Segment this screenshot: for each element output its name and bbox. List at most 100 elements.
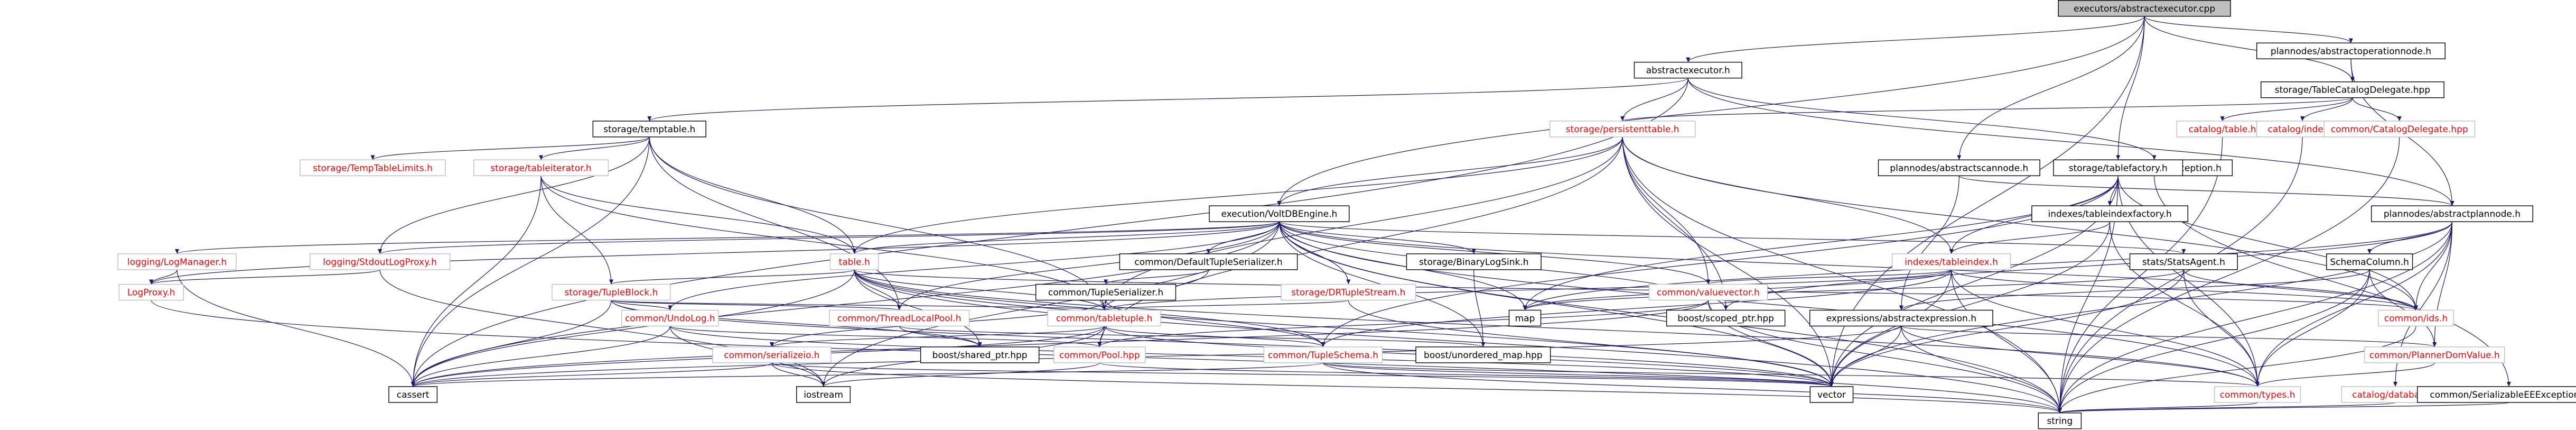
edge-iti_h-to-ctt_h — [1102, 269, 1952, 310]
node-box — [310, 253, 451, 270]
node-box — [1119, 253, 1298, 270]
node-ccd-h[interactable]: common/CatalogDelegate.hpp — [2323, 121, 2476, 138]
node-label: storage/persistenttable.h — [1566, 124, 1679, 135]
node-label: abstractexecutor.h — [1646, 66, 1730, 76]
edge-sc_h-to-ctypes_h — [2255, 269, 2370, 387]
node-box — [300, 159, 446, 177]
node-cids-h[interactable]: common/ids.h — [2378, 309, 2454, 327]
node-label: catalog/database.h — [2352, 390, 2438, 400]
node-box — [1508, 309, 1542, 327]
edge-ctsch_h-to-string_h — [1322, 362, 2062, 413]
node-cseex-h: common/SerializableEEException.h — [2417, 386, 2576, 403]
node-label: storage/temptable.h — [603, 124, 695, 135]
edge-vee_h-to-cassert_h — [410, 222, 1280, 387]
node-box — [592, 121, 706, 138]
edge-root-to-asn_h — [1957, 16, 2145, 160]
edge-stcd_h-to-ct_h — [2220, 97, 2353, 122]
node-stcd-h: storage/TableCatalogDelegate.hpp — [2260, 81, 2444, 98]
edge-table_h-to-cids_h — [854, 269, 2418, 310]
edge-titer_h-to-table_h — [540, 176, 857, 254]
edge-table_h-to-stb_h — [609, 269, 855, 285]
node-ctt-h[interactable]: common/tabletuple.h — [1047, 309, 1161, 327]
node-cpool-h[interactable]: common/Pool.hpp — [1053, 346, 1146, 363]
node-vee-h: execution/VoltDBEngine.h — [1209, 205, 1350, 222]
node-label: common/ThreadLocalPool.h — [837, 313, 962, 324]
edge-titer_h-to-cassert_h — [410, 176, 542, 387]
edge-stb_h-to-cul_h — [611, 299, 673, 311]
edge-cser_h-to-iostream_h — [771, 362, 826, 387]
edge-stcd_h-to-ci_h — [2300, 97, 2353, 122]
node-label: common/DefaultTupleSerializer.h — [1134, 257, 1282, 268]
node-llm-h[interactable]: logging/LogManager.h — [117, 253, 237, 270]
node-label: catalog/index.h — [2268, 124, 2337, 135]
edge-ptt_h-to-table_h — [852, 136, 1623, 254]
node-box — [388, 386, 438, 403]
node-label: map — [1515, 313, 1535, 324]
node-sdts-h[interactable]: storage/DRTupleStream.h — [1281, 283, 1416, 301]
node-label: common/SerializableEEException.h — [2430, 390, 2576, 400]
edge-cser_h-to-cassert_h — [410, 362, 772, 387]
node-titer-h[interactable]: storage/tableiterator.h — [473, 159, 609, 177]
node-cser-h[interactable]: common/serializeio.h — [712, 346, 832, 363]
edge-iti_h-to-cvv_h — [1706, 269, 1952, 285]
node-table-h[interactable]: table.h — [829, 253, 879, 270]
edge-ae_h-to-cie_h — [1687, 78, 2157, 160]
edge-tmp_h-to-table_h — [649, 136, 857, 254]
node-cpcv-h[interactable]: common/PlannerDomValue.h — [2364, 346, 2505, 363]
edge-stb_h-to-ctt_h — [611, 299, 1106, 311]
node-box — [1406, 253, 1542, 270]
node-box — [2326, 253, 2413, 270]
node-box — [2370, 205, 2533, 222]
edge-cdb_h-to-string_h — [2058, 402, 2396, 414]
node-label: table.h — [839, 257, 870, 268]
edge-tmp_h-to-lsp_h — [378, 136, 650, 254]
edge-vee_h-to-iostream_h — [821, 222, 1280, 387]
node-stb-h[interactable]: storage/TupleBlock.h — [552, 283, 671, 301]
edge-ptt_h-to-cids_h — [1622, 136, 2418, 310]
node-cts-h: common/TupleSerializer.h — [1035, 283, 1177, 301]
node-ctlp-h[interactable]: common/ThreadLocalPool.h — [829, 309, 970, 327]
node-label: storage/TableCatalogDelegate.hpp — [2275, 85, 2430, 96]
node-box — [1415, 346, 1551, 363]
edge-cseex_h-to-string_h — [2058, 402, 2509, 414]
node-label: vector — [1817, 390, 1846, 400]
edge-vee_h-to-ssa_h — [1278, 221, 2186, 254]
node-box — [118, 283, 184, 301]
node-ctsch-h[interactable]: common/TupleSchema.h — [1263, 346, 1383, 363]
node-lp-h[interactable]: LogProxy.h — [118, 283, 184, 301]
node-label: cassert — [397, 390, 430, 400]
node-box — [2417, 386, 2576, 403]
node-bshp-h: boost/shared_ptr.hpp — [920, 346, 1040, 363]
node-ssa-h: stats/StatsAgent.h — [2129, 253, 2238, 270]
node-box — [2256, 42, 2446, 59]
edge-cul_h-to-cassert_h — [410, 326, 670, 387]
edge-cser_h-to-vector_h — [771, 362, 1834, 387]
node-label: logging/StdoutLogProxy.h — [323, 257, 437, 268]
edge-tmp_h-to-cassert_h — [410, 136, 650, 387]
edge-iti_h-to-vector_h — [1829, 269, 1952, 387]
node-lsp-h[interactable]: logging/StdoutLogProxy.h — [310, 253, 451, 270]
node-label: common/CatalogDelegate.hpp — [2331, 124, 2468, 135]
edge-sbl_h-to-bum_h — [1473, 269, 1486, 347]
edge-cdts_h-to-cts_h — [1104, 269, 1209, 285]
node-ttl-h[interactable]: storage/TempTableLimits.h — [300, 159, 446, 177]
node-label: common/types.h — [2220, 390, 2295, 400]
node-ptt-h[interactable]: storage/persistenttable.h — [1549, 121, 1696, 138]
edge-apn_h-to-string_h — [2057, 222, 2453, 413]
edge-ssa_h-to-ctypes_h — [2183, 269, 2260, 387]
node-ctypes-h[interactable]: common/types.h — [2214, 386, 2301, 403]
edge-table_h-to-string_h — [854, 269, 2062, 413]
node-box — [552, 283, 671, 301]
node-cvv-h[interactable]: common/valuevector.h — [1648, 283, 1768, 301]
node-box — [1648, 283, 1768, 301]
node-label: plannodes/abstractscannode.h — [1890, 163, 2028, 173]
edge-eae_h-to-cassert_h — [411, 326, 1902, 387]
edge-cvv_h-to-cassert_h — [410, 300, 1709, 387]
node-label: common/serializeio.h — [724, 350, 819, 361]
edge-vee_h-to-cids_h — [1278, 222, 2418, 310]
node-ct-h[interactable]: catalog/table.h — [2176, 121, 2269, 138]
node-layer: executors/abstractexecutor.cppabstractex… — [117, 0, 2576, 429]
node-cul-h[interactable]: common/UndoLog.h — [621, 309, 719, 327]
node-iti-h[interactable]: indexes/tableindex.h — [1891, 253, 2011, 270]
